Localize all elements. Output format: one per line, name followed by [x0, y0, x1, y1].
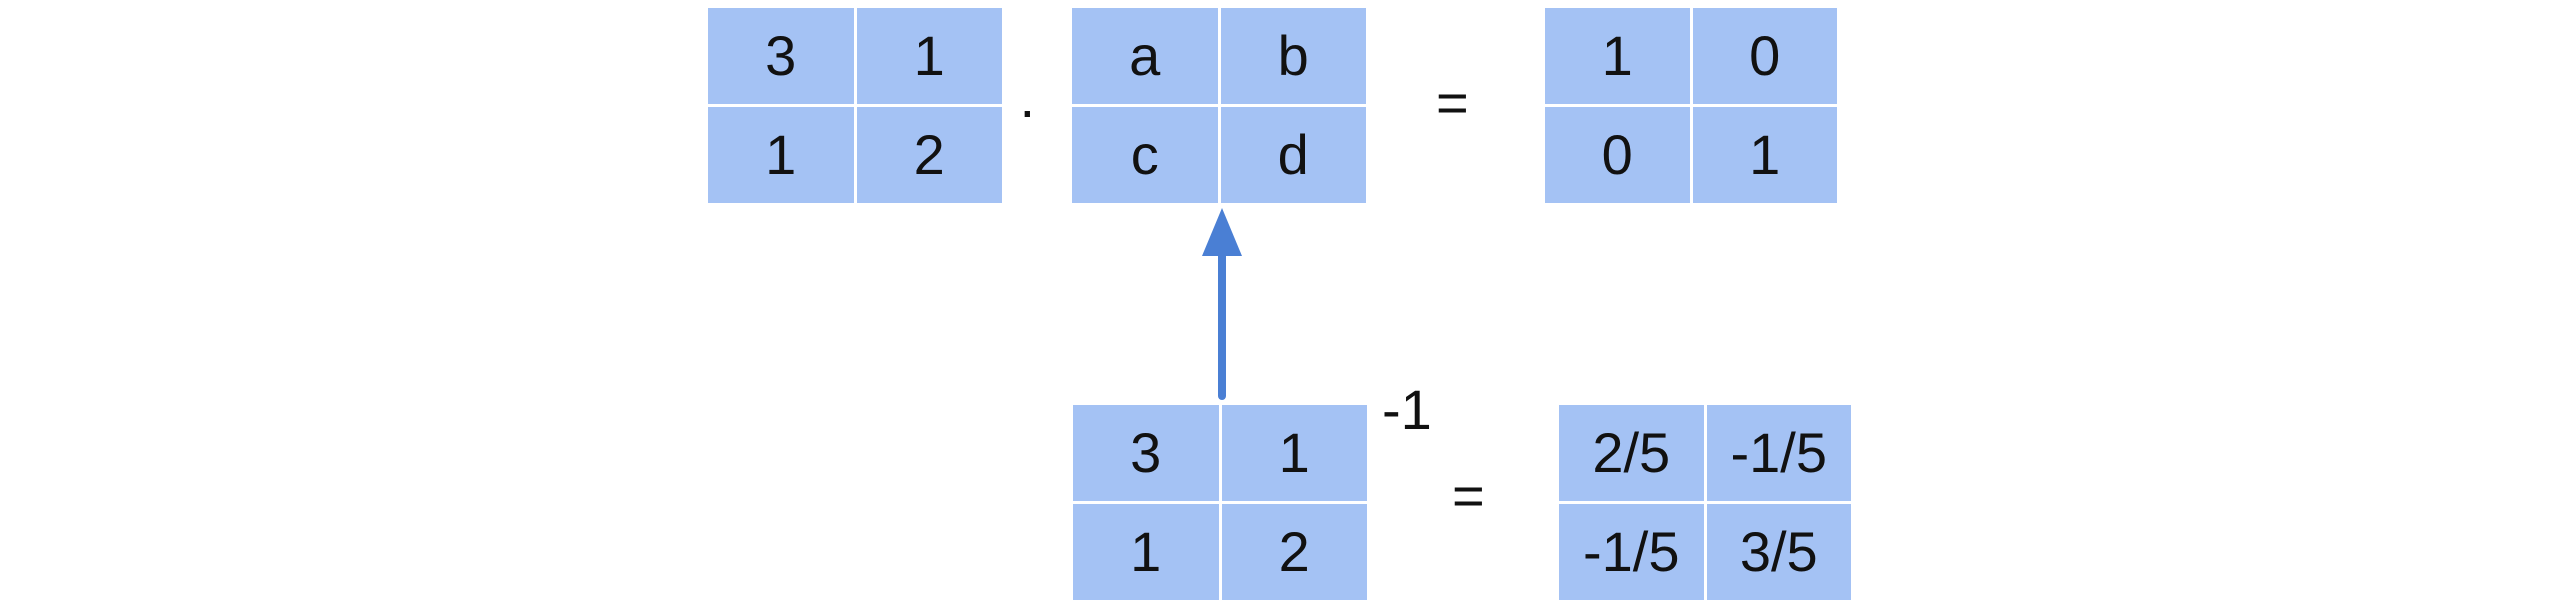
- inverse-input-cell-r1c2: 1: [1221, 405, 1367, 501]
- identity-cell-r2c1: 0: [1545, 107, 1690, 203]
- inverse-result-cell-r2c1: -1/5: [1559, 504, 1704, 600]
- matrix-x-cell-r1c1: a: [1072, 8, 1218, 104]
- matrix-a-cell-r2c2: 2: [856, 107, 1002, 203]
- identity-cell-r1c1: 1: [1545, 8, 1690, 104]
- matrix-a-cell-r1c2: 1: [856, 8, 1002, 104]
- matrix-x: a b c d: [1072, 8, 1366, 203]
- matrix-x-cell-r2c2: d: [1220, 107, 1366, 203]
- equals-sign-bottom: =: [1452, 464, 1485, 527]
- equals-sign-top: =: [1436, 71, 1469, 134]
- arrow-head: [1202, 208, 1242, 256]
- inverse-exponent: -1: [1382, 378, 1432, 441]
- inverse-result-cell-r2c2: 3/5: [1706, 504, 1851, 600]
- inverse-input-cell-r1c1: 3: [1073, 405, 1219, 501]
- inverse-input-cell-r2c2: 2: [1221, 504, 1367, 600]
- matrix-x-cell-r1c2: b: [1220, 8, 1366, 104]
- matrix-x-cell-r2c1: c: [1072, 107, 1218, 203]
- identity-matrix: 1 0 0 1: [1545, 8, 1837, 203]
- matrix-a-cell-r2c1: 1: [708, 107, 854, 203]
- identity-cell-r1c2: 0: [1692, 8, 1837, 104]
- identity-cell-r2c2: 1: [1692, 107, 1837, 203]
- multiply-dot: ·: [1018, 78, 1037, 141]
- inverse-input-matrix: 3 1 1 2: [1073, 405, 1367, 600]
- inverse-result-matrix: 2/5 -1/5 -1/5 3/5: [1559, 405, 1851, 600]
- inverse-input-cell-r2c1: 1: [1073, 504, 1219, 600]
- inverse-result-cell-r1c2: -1/5: [1706, 405, 1851, 501]
- inverse-result-cell-r1c1: 2/5: [1559, 405, 1704, 501]
- matrix-a: 3 1 1 2: [708, 8, 1002, 203]
- matrix-a-cell-r1c1: 3: [708, 8, 854, 104]
